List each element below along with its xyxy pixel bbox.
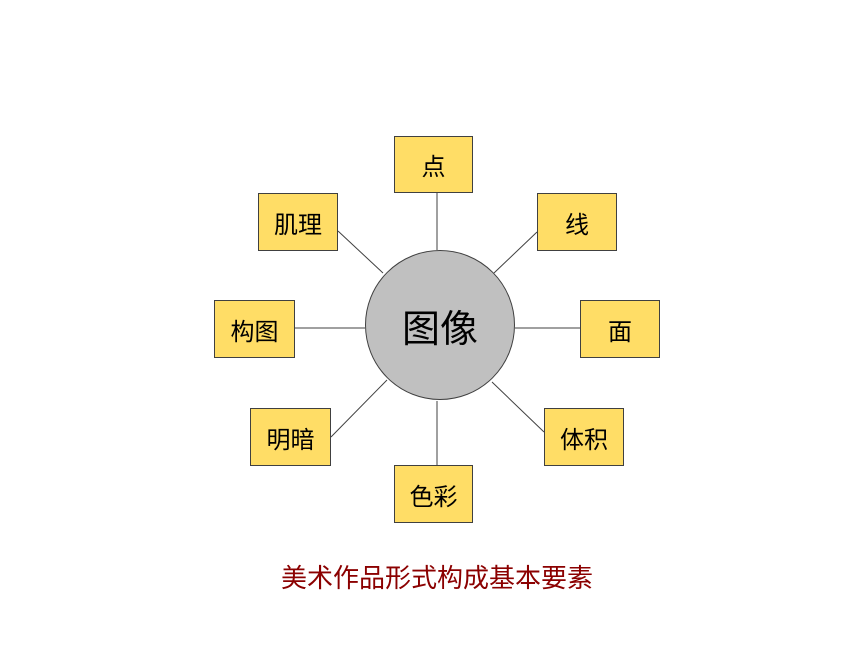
node-label: 线	[565, 210, 589, 239]
node-jili: 肌理	[258, 193, 338, 251]
node-label: 面	[608, 317, 632, 346]
node-label: 肌理	[274, 210, 322, 239]
connector-tiji	[491, 381, 545, 433]
center-label: 图像	[401, 306, 478, 351]
connector-mingan	[330, 379, 388, 438]
node-label: 构图	[230, 317, 279, 346]
diagram-caption: 美术作品形式构成基本要素	[280, 564, 593, 594]
node-label: 点	[421, 153, 446, 181]
node-label: 色彩	[409, 482, 458, 511]
node-dian: 点	[394, 136, 473, 193]
node-xian: 线	[537, 193, 617, 251]
node-goutu: 构图	[214, 300, 295, 358]
node-label: 明暗	[266, 425, 315, 454]
connector-jili	[337, 230, 384, 274]
node-mingan: 明暗	[250, 408, 331, 466]
node-mian: 面	[580, 300, 660, 358]
node-label: 体积	[560, 425, 608, 454]
node-tiji: 体积	[544, 408, 624, 466]
center-node-tuxiang: 图像	[365, 250, 515, 400]
node-secai: 色彩	[394, 465, 473, 523]
connector-xian	[493, 231, 538, 274]
